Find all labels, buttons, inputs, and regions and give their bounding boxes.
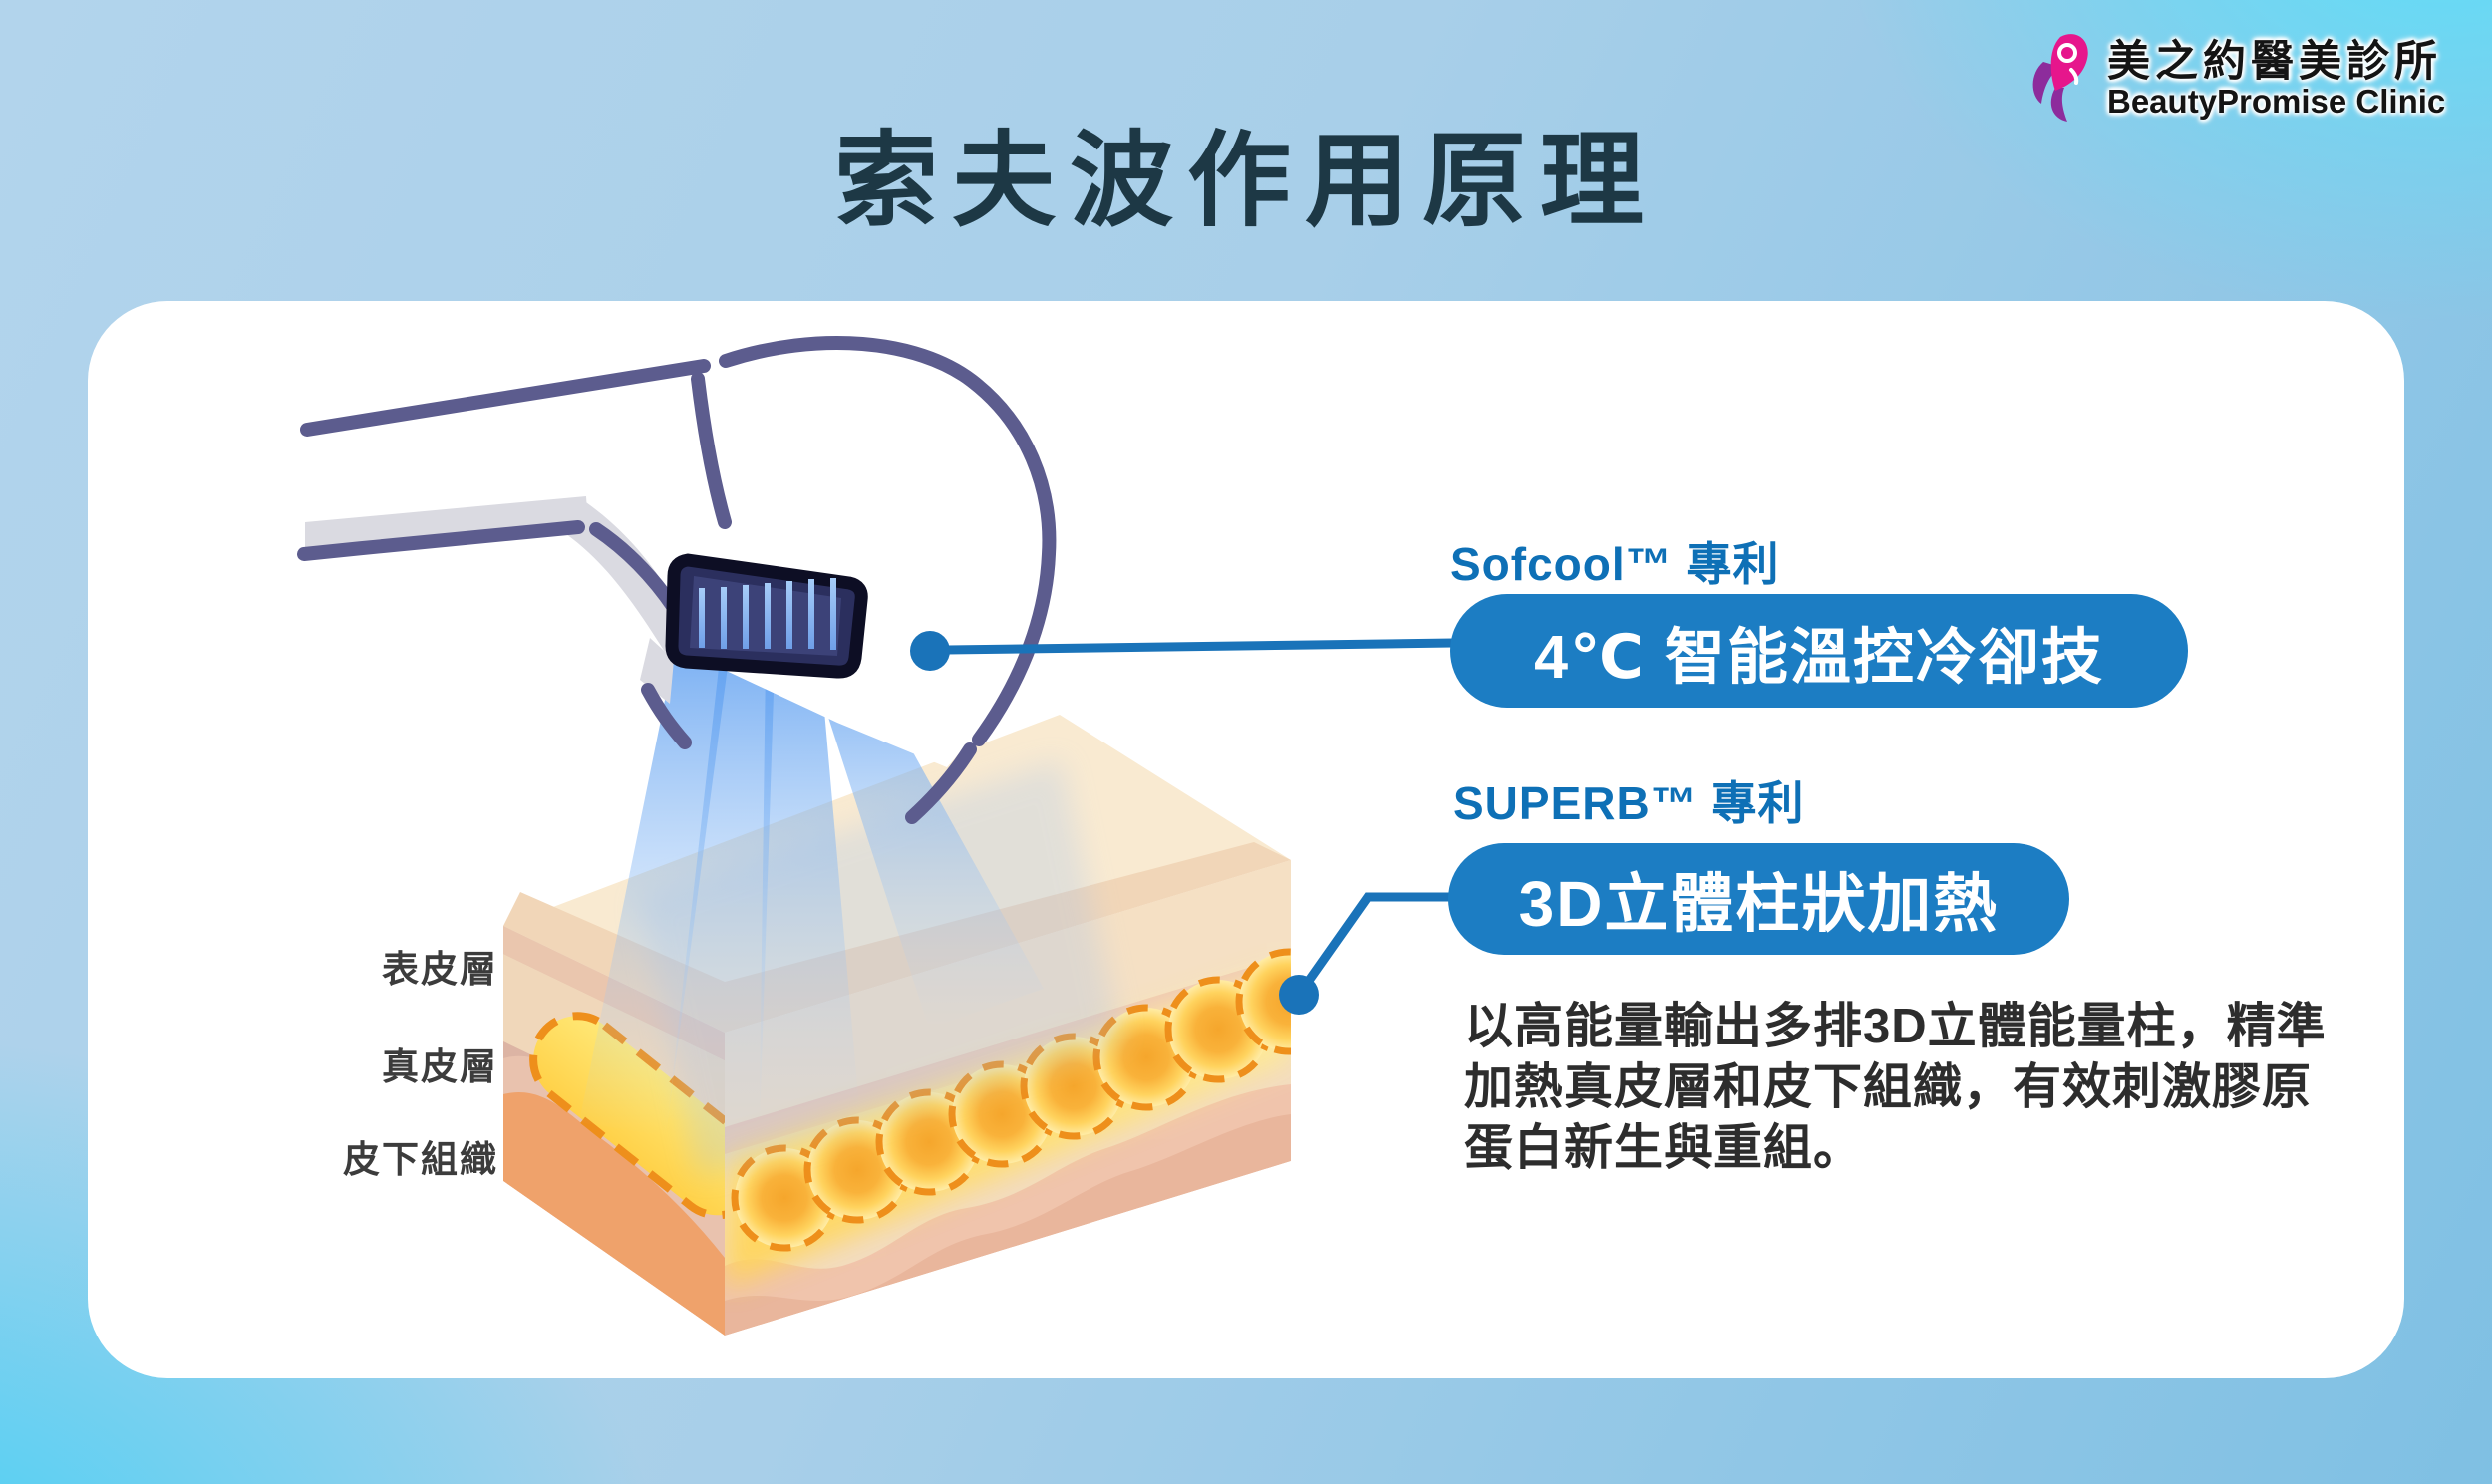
page-title: 索夫波作用原理 (833, 125, 1658, 239)
clinic-flower-icon (2027, 30, 2093, 129)
clinic-name-en: BeautyPromise Clinic (2107, 82, 2446, 120)
skin-layer-label-subcutaneous: 皮下組織 (343, 1139, 498, 1180)
heating-description: 以高能量輸出多排3D立體能量柱，精準 加熱真皮層和皮下組織，有效刺激膠原 蛋白新… (1464, 1000, 2327, 1175)
clinic-logo: 美之約醫美診所 BeautyPromise Clinic (2027, 30, 2445, 129)
skin-layer-label-epidermis: 表皮層 (382, 949, 498, 990)
clinic-name-zh: 美之約醫美診所 (2107, 37, 2442, 86)
skin-layer-label-dermis: 真皮層 (382, 1046, 498, 1087)
patent-label-sofcool: Sofcool™ 專利 (1450, 538, 1780, 590)
patent-label-superb: SUPERB™ 專利 (1453, 777, 1805, 829)
heating-feature-pill: 3D立體柱狀加熱 (1448, 843, 2069, 955)
cooling-feature-pill: 4℃ 智能溫控冷卻技 (1450, 594, 2188, 708)
content-card (88, 301, 2404, 1378)
